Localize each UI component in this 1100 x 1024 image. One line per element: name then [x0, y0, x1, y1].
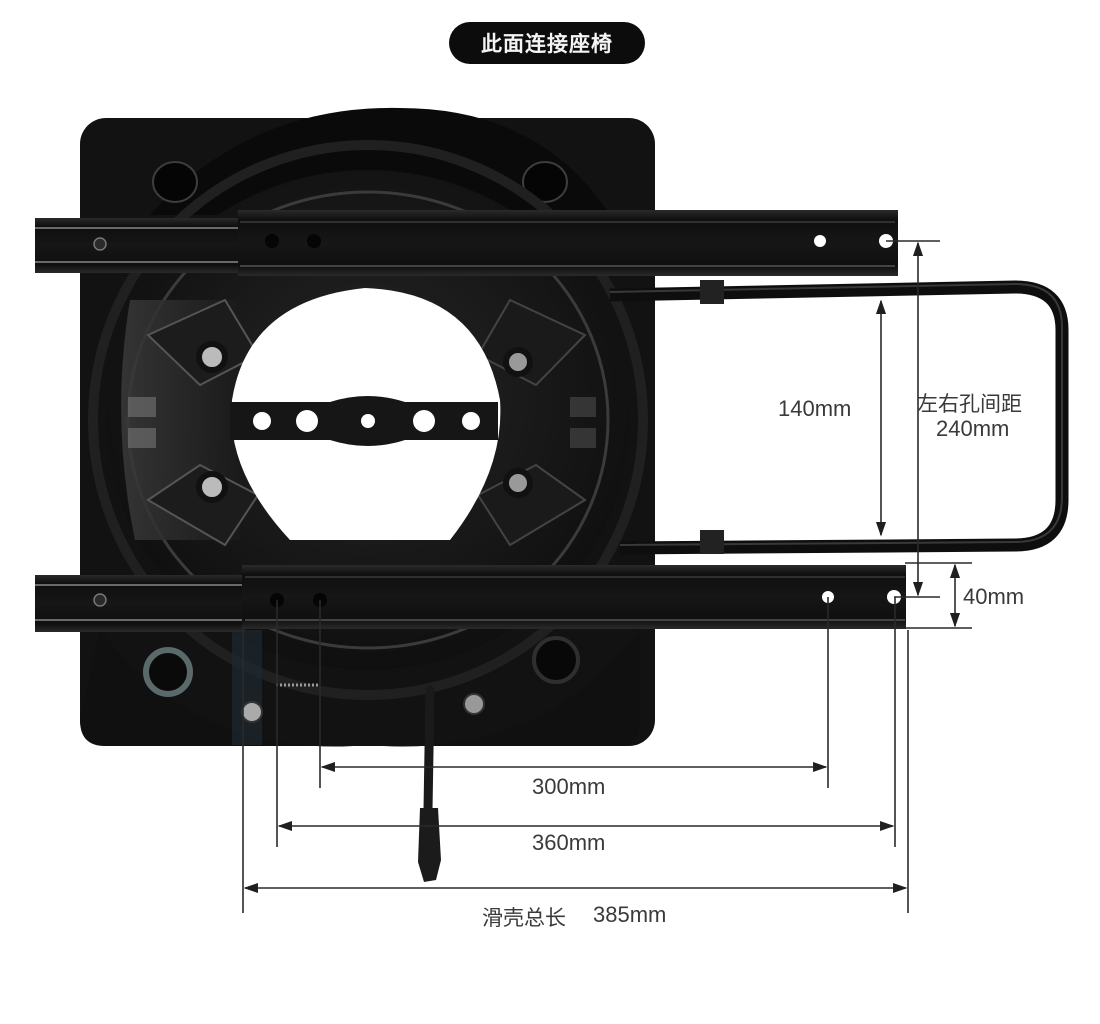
lower-mechanism: [80, 630, 640, 747]
title-text: 此面连接座椅: [481, 32, 613, 56]
bolt-icon: [503, 468, 533, 498]
bracket-hole-icon: [413, 410, 435, 432]
bottom-slide-rail: [35, 565, 906, 632]
title-pill: 此面连接座椅: [449, 22, 645, 64]
bolt-icon: [463, 693, 485, 715]
mount-hole-icon: [532, 636, 580, 684]
dim-label-total-length: 385mm: [593, 902, 667, 927]
center-opening: [230, 288, 501, 540]
dim-caption-hole-spacing: 左右孔间距: [917, 392, 1022, 416]
mount-hole-icon: [152, 161, 198, 203]
bolt-icon: [503, 347, 533, 377]
top-slide-rail: [35, 210, 898, 276]
dim-label-handle-gap: 140mm: [778, 396, 852, 421]
dim-caption-total-length: 滑壳总长: [482, 906, 566, 930]
rail-hole-icon: [814, 235, 826, 247]
dim-label-outer-span: 360mm: [532, 830, 606, 855]
bracket-hole-icon: [361, 414, 375, 428]
mount-hole-icon: [143, 647, 193, 697]
dim-label-hole-spacing: 240mm: [936, 416, 1010, 441]
mount-hole-icon: [522, 161, 568, 203]
dim-label-rail-width: 40mm: [963, 584, 1025, 609]
bolt-icon: [196, 471, 228, 503]
bracket-hole-icon: [296, 410, 318, 432]
dimension-lines: [242, 240, 972, 913]
bracket-hole-icon: [253, 412, 271, 430]
bolt-icon: [241, 701, 263, 723]
release-handle-bar: [609, 280, 1069, 555]
bolt-icon: [196, 341, 228, 373]
dim-label-inner-span: 300mm: [532, 774, 606, 799]
bracket-hole-icon: [462, 412, 480, 430]
